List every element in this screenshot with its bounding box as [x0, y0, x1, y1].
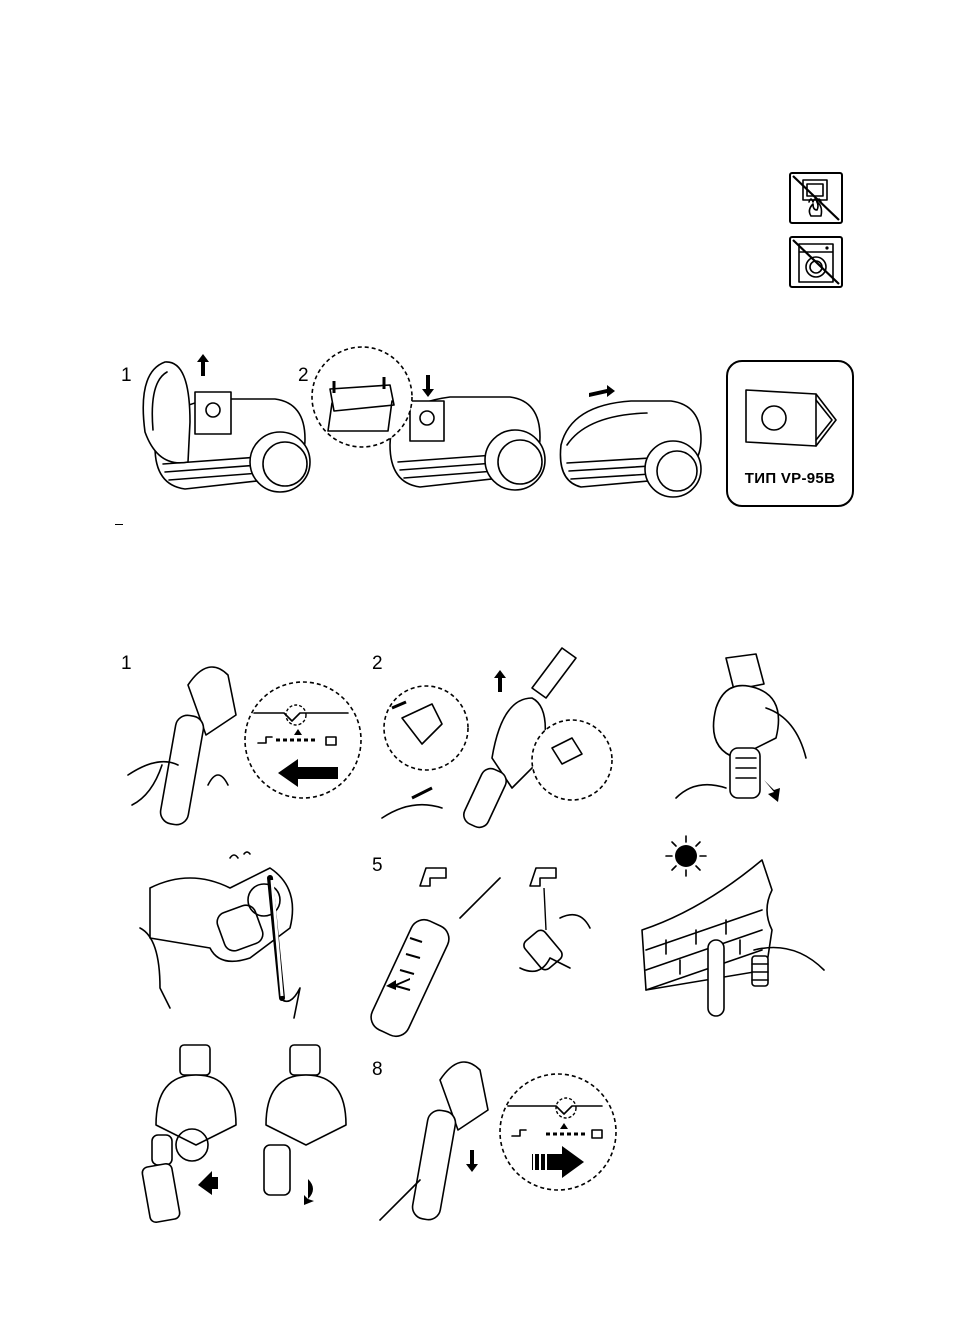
- step4-shake-dust-illustration: [140, 848, 340, 1028]
- vacuum-open-lid-illustration: [135, 352, 315, 502]
- no-dryer-warning-icon: [789, 172, 843, 224]
- small-dash-mark: [115, 524, 123, 525]
- vacuum-closed-lid-illustration: [555, 385, 715, 505]
- no-washing-machine-warning-icon: [789, 236, 843, 288]
- step5-wash-filter-illustration: [370, 858, 590, 1038]
- step3-unscrew-filter-illustration: [656, 648, 816, 818]
- step8-lock-illustration: [380, 1050, 620, 1230]
- bag-type-label: ТИП VP-95B: [728, 470, 852, 487]
- step1-unlock-illustration: [128, 655, 368, 825]
- vacuum-insert-bag-illustration: [310, 345, 550, 495]
- step6-dry-in-shade-illustration: [636, 840, 836, 1020]
- bag-step-number-1: 1: [121, 366, 132, 385]
- filter-step-number-2: 2: [372, 654, 383, 673]
- step2-remove-filter-illustration: [382, 648, 622, 838]
- dust-bag-type-card: ТИП VP-95B: [726, 360, 854, 507]
- step7-reinstall-filter-illustration: [140, 1045, 340, 1225]
